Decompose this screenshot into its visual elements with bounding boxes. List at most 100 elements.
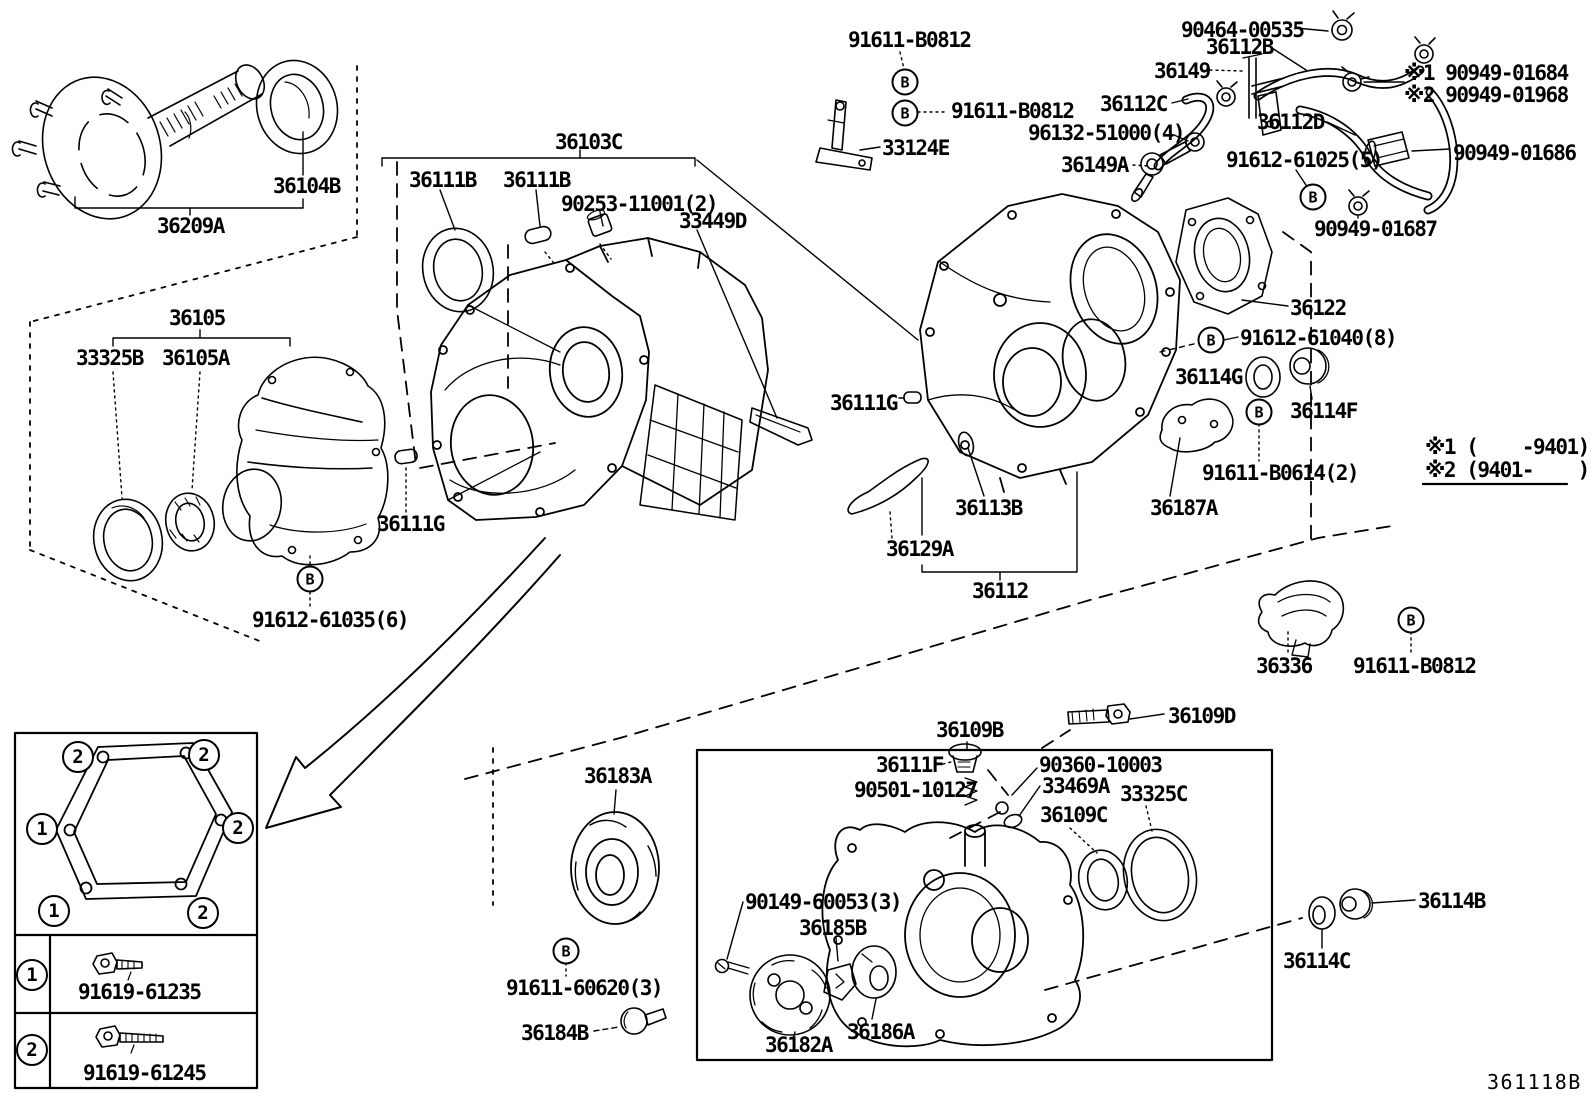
part-label-36112c: 36112C: [1100, 92, 1168, 116]
rear-plate-36122: [1175, 197, 1273, 315]
part-label-36111f: 36111F: [876, 753, 944, 777]
gasket-strip-33449d: [749, 407, 813, 446]
plug-36184b: [620, 1007, 667, 1035]
part-label-91611-b0812-b: 91611-B0812: [951, 99, 1075, 123]
plug-36111g-left: [394, 448, 418, 513]
part-label-36114f: 36114F: [1290, 399, 1358, 423]
part-label-91611-60620: 91611-60620(3): [506, 976, 664, 1000]
pin-36113b: [957, 431, 975, 457]
part-label-36186a: 36186A: [847, 1020, 915, 1044]
part-label-36109b: 36109B: [936, 718, 1004, 742]
bolt-marker-b-8: B: [1397, 606, 1425, 634]
part-label-36209a: 36209A: [157, 214, 225, 238]
part-label-91611-b0614: 91611-B0614(2): [1202, 461, 1360, 485]
legend-bolt-long: [95, 1025, 164, 1054]
part-label-91612-61025: 91612-61025(5): [1226, 148, 1384, 172]
collar-36186a: [851, 945, 897, 999]
pointer-arrow: [265, 537, 561, 829]
pipe-36149: [1242, 53, 1285, 136]
part-label-36109c: 36109C: [1040, 803, 1108, 827]
extension-housing-drawing: [221, 356, 389, 566]
part-label-91611-b0812-c: 91611-B0812: [1353, 654, 1477, 678]
union-96132-51000: [1185, 132, 1205, 152]
part-label-90949-01686: 90949-01686: [1453, 141, 1577, 165]
flange-seal-36104b: [255, 59, 339, 155]
figure-number: 361118B: [1487, 1070, 1582, 1094]
plug-36111g-right: [898, 391, 922, 404]
part-label-91611-b0812-a: 91611-B0812: [848, 28, 972, 52]
part-label-36122: 36122: [1290, 296, 1347, 320]
part-label-90149-60053: 90149-60053(3): [745, 890, 903, 914]
bolt-marker-b-2: B: [891, 99, 919, 127]
seal-36109c: [1077, 849, 1129, 911]
bolt-marker-b-4: B: [1197, 326, 1225, 354]
breather-36111f: [948, 743, 982, 773]
part-label-36104b: 36104B: [273, 174, 341, 198]
part-label-33124e: 33124E: [882, 136, 950, 160]
connector-90949-01686: [1363, 131, 1410, 167]
tube-36129a: [847, 457, 929, 515]
legend-bolt-short: [92, 952, 143, 981]
gasket-callout-6: 2: [187, 897, 219, 929]
bolt-marker-b-7: B: [552, 937, 580, 965]
part-label-36149a: 36149A: [1061, 153, 1129, 177]
part-label-36112d: 36112D: [1257, 110, 1325, 134]
assembly-guide-dashes: [396, 161, 1399, 991]
part-label-90360-10003: 90360-10003: [1039, 753, 1163, 777]
part-label-36111g-left: 36111G: [377, 512, 445, 536]
gasket-callout-1: 2: [62, 741, 94, 773]
part-label-36114b: 36114B: [1418, 889, 1486, 913]
legend-num-2: 2: [16, 1034, 48, 1066]
part-label-36187a: 36187A: [1150, 496, 1218, 520]
part-label-36184b: 36184B: [521, 1021, 589, 1045]
pin-90253-11001: [586, 209, 613, 237]
bolt-marker-b-1: B: [891, 68, 919, 96]
plug-36114b: [1339, 888, 1416, 920]
part-label-90949-01687: 90949-01687: [1314, 217, 1438, 241]
seal-36111b: [421, 227, 495, 313]
legend-num-1: 1: [16, 959, 48, 991]
gasket-legend-box: [13, 731, 259, 1090]
leader-36105-bracket: [112, 329, 291, 499]
part-label-36105a: 36105A: [162, 346, 230, 370]
part-label-ref2-90949-01968: ※2 90949-01968: [1404, 83, 1569, 107]
bolt-marker-b-5: B: [1245, 398, 1273, 426]
part-label-96132-51000: 96132-51000(4): [1028, 121, 1186, 145]
transfer-case-rear-drawing: [919, 193, 1181, 493]
part-label-36105: 36105: [169, 306, 226, 330]
part-label-36183a: 36183A: [584, 764, 652, 788]
part-label-36109d: 36109D: [1168, 704, 1236, 728]
part-label-91612-61040: 91612-61040(8): [1240, 326, 1398, 350]
detail-box: [695, 748, 1274, 1062]
part-label-36112: 36112: [972, 579, 1029, 603]
part-label-33325c: 33325C: [1120, 782, 1188, 806]
valve-36149a: [1131, 141, 1191, 202]
bracket-36336: [1257, 580, 1412, 658]
clip-36185b: [823, 963, 857, 1001]
bolt-36109d: [1067, 703, 1131, 725]
gear-36183a: [570, 811, 660, 925]
bracket-36187a: [1159, 398, 1234, 453]
part-label-36336: 36336: [1256, 654, 1313, 678]
part-label-36185b: 36185B: [799, 916, 867, 940]
washer-36114c: [1308, 896, 1336, 949]
ring-33325c: [1122, 828, 1198, 922]
part-label-91612-61035: 91612-61035(6): [252, 608, 410, 632]
leaders-plumbing: [1132, 27, 1451, 219]
part-label-90501-10127: 90501-10127: [854, 778, 978, 802]
leaders-detail-box: [726, 713, 1165, 1041]
leaders-top-bolts: [859, 51, 949, 151]
hose-clamps: [1216, 10, 1436, 216]
plug-36114f: [1289, 347, 1330, 385]
leaders-center-case: [381, 149, 919, 419]
gasket-callout-4: 2: [222, 812, 254, 844]
part-label-33469a: 33469A: [1042, 774, 1110, 798]
oring-36114g: [1245, 356, 1281, 398]
note-ref2: ※2 (9401- ): [1425, 458, 1590, 482]
hoses: [1153, 65, 1459, 215]
ball-90360-10003: [995, 801, 1009, 815]
bracket-33124e: [815, 99, 873, 171]
leader-36209a: [74, 131, 304, 216]
